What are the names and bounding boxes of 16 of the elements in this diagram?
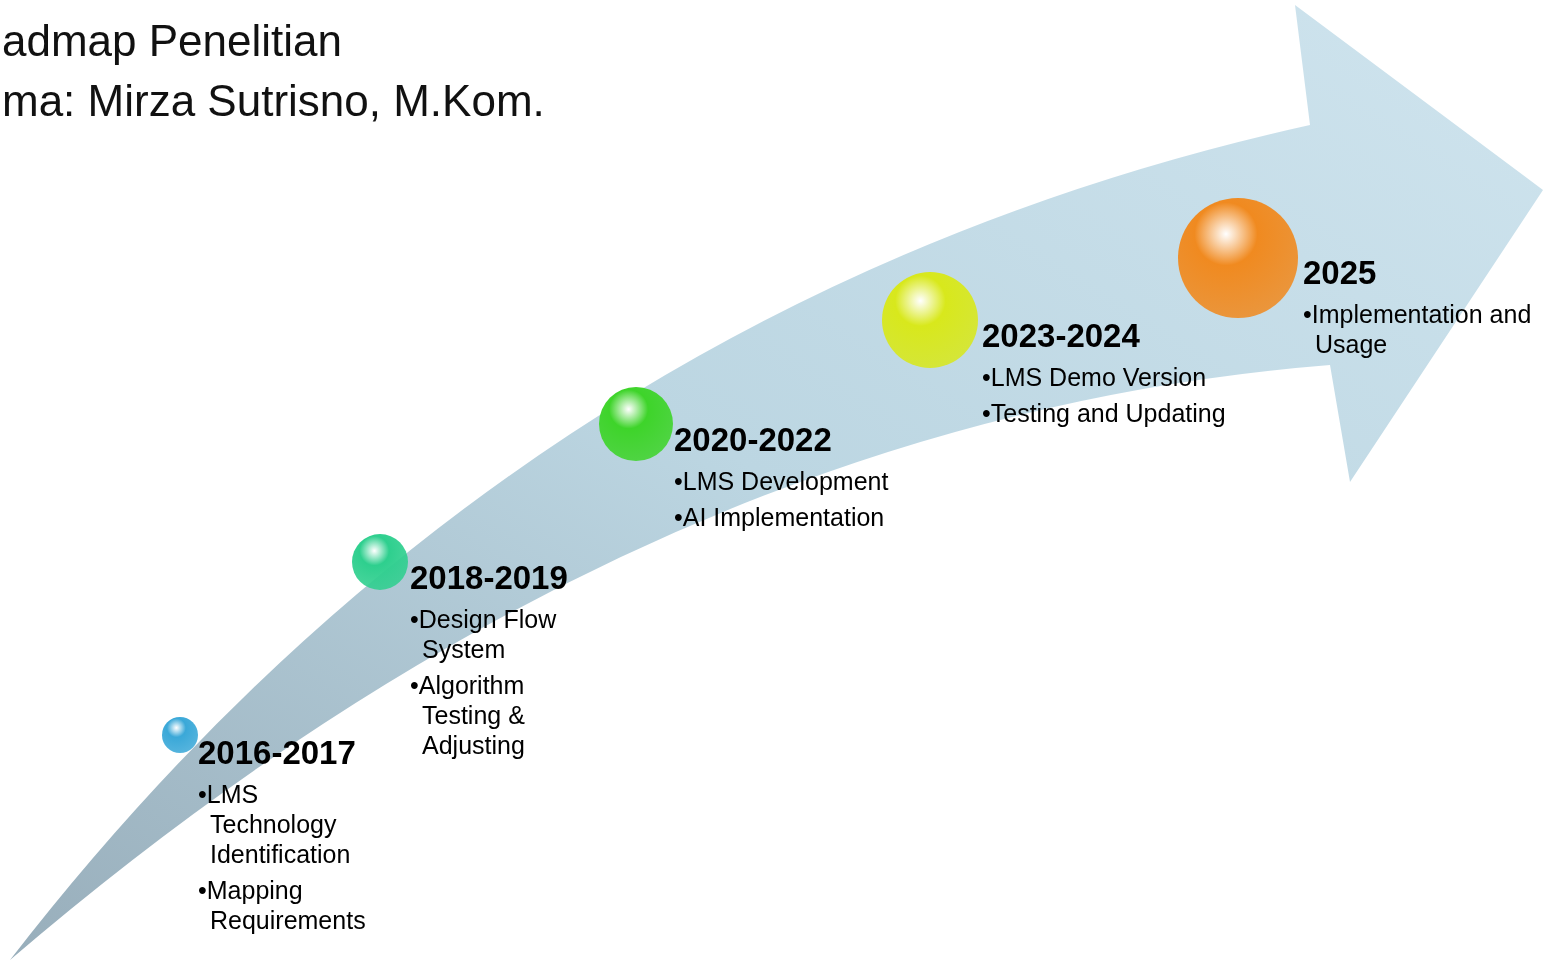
year-heading: 2025 (1303, 255, 1378, 292)
bullet-item: •Design Flow System (410, 604, 558, 665)
bullet-item: •Implementation and Usage (1303, 299, 1533, 360)
subtitle: ma: Mirza Sutrisno, M.Kom. (2, 76, 545, 126)
year-heading: 2020-2022 (674, 422, 833, 459)
year-heading: 2018-2019 (410, 560, 569, 597)
year-heading: 2016-2017 (198, 735, 357, 772)
bullet-item: •AI Implementation (674, 502, 886, 533)
title: admap Penelitian (2, 16, 342, 66)
year-heading: 2023-2024 (982, 318, 1141, 355)
bullet-item: •LMS Demo Version (982, 362, 1208, 393)
bullet-item: •Testing and Updating (982, 398, 1227, 429)
bullet-item: •LMS Development (674, 466, 890, 497)
bullet-item: •LMS Technology Identification (198, 779, 352, 870)
bullet-item: •Mapping Requirements (198, 875, 367, 936)
bullet-item: •Algorithm Testing & Adjusting (410, 670, 526, 761)
